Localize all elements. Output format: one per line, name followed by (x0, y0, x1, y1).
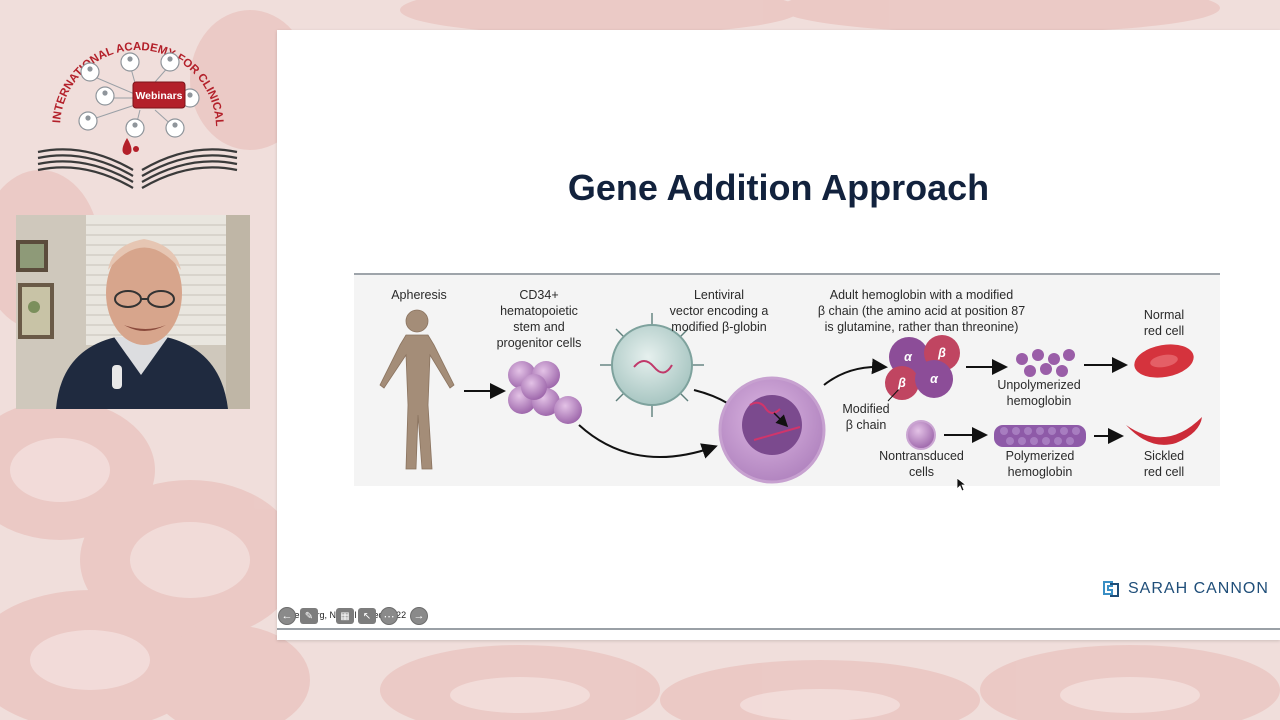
label-apheresis: Apheresis (384, 287, 454, 303)
adult-line1: Adult hemoglobin with a modified (829, 288, 1014, 302)
academy-logo: INTERNATIONAL ACADEMY FOR CLINICAL HEMAT… (25, 11, 245, 195)
logo-arc-text: INTERNATIONAL ACADEMY FOR CLINICAL HEMAT… (25, 11, 225, 129)
label-sickled-red-cell: Sickled red cell (1129, 448, 1199, 480)
lentiviral-vector-icon (600, 313, 704, 417)
more-options-icon: ⋯ (383, 610, 395, 623)
mouse-cursor-icon (957, 478, 967, 492)
webinars-badge-label: Webinars (135, 90, 182, 102)
sarah-cannon-logo-icon (1103, 581, 1119, 597)
nontrans-line1: Nontransduced (879, 449, 964, 463)
normal-red-cell-icon (1134, 344, 1194, 378)
transduced-cell-icon (718, 376, 826, 484)
label-polymerized: Polymerized hemoglobin (992, 448, 1088, 480)
modified-line2: β chain (845, 418, 887, 432)
slide-footer-line (277, 628, 1280, 630)
arrow-left-icon: ← (281, 610, 293, 622)
label-normal-red-cell: Normal red cell (1129, 307, 1199, 339)
normal-line2: red cell (1143, 324, 1185, 338)
brand-text: SARAH CANNON (1128, 580, 1269, 597)
poly-line2: hemoglobin (1007, 465, 1073, 479)
lenti-line1: Lentiviral (693, 288, 745, 302)
more-options-button[interactable]: ⋯ (380, 607, 398, 625)
pen-icon: ✎ (304, 610, 314, 622)
sickled-line1: Sickled (1143, 449, 1185, 463)
label-unpolymerized: Unpolymerized hemoglobin (989, 377, 1089, 409)
label-cd34: CD34+ hematopoietic stem and progenitor … (484, 287, 594, 351)
pointer-tool-button[interactable]: ↖ (358, 608, 376, 624)
presentation-slide: Gene Addition Approach (277, 30, 1280, 640)
label-adult-hemoglobin: Adult hemoglobin with a modified β chain… (799, 287, 1044, 335)
sickled-line2: red cell (1143, 465, 1185, 479)
svg-text:INTERNATIONAL ACADEMY FOR CLIN: INTERNATIONAL ACADEMY FOR CLINICAL HEMAT… (30, 20, 225, 129)
gene-addition-diagram: Apheresis CD34+ hematopoietic stem and p… (354, 273, 1220, 486)
modified-hemoglobin-icon (885, 335, 960, 400)
lenti-line2: vector encoding a (669, 304, 769, 318)
nontrans-line2: cells (908, 465, 934, 479)
unpolymerized-hemoglobin-icon (1016, 349, 1075, 377)
lenti-line3: modified β-globin (671, 320, 767, 334)
sarah-cannon-brand: SARAH CANNON (1100, 576, 1269, 602)
normal-line1: Normal (1143, 308, 1185, 322)
beta-subunit-label-2: β (898, 376, 906, 390)
presentation-toolbar: ← ✎ ▦ ↖ ⋯ → (278, 606, 428, 626)
pen-tool-button[interactable]: ✎ (300, 608, 318, 624)
cd34-line2: hematopoietic (500, 304, 578, 318)
arrow-right-icon: → (413, 610, 425, 622)
nontransduced-cell-icon (906, 420, 936, 450)
open-book-network-icon: INTERNATIONAL ACADEMY FOR CLINICAL HEMAT… (25, 11, 238, 189)
human-figure-icon (379, 309, 455, 470)
unpoly-line1: Unpolymerized (997, 378, 1081, 392)
label-nontransduced: Nontransduced cells (869, 448, 974, 480)
presenter-webcam (16, 215, 250, 409)
sickled-red-cell-icon (1126, 417, 1202, 445)
cd34-line3: stem and (513, 320, 565, 334)
slide-title: Gene Addition Approach (567, 167, 990, 208)
stem-cells-icon (508, 361, 582, 424)
poly-line1: Polymerized (1005, 449, 1075, 463)
alpha-subunit-label-1: α (904, 350, 912, 364)
previous-slide-button[interactable]: ← (278, 607, 296, 625)
unpoly-line2: hemoglobin (1006, 394, 1072, 408)
apheresis-text: Apheresis (391, 288, 447, 302)
adult-line2: β chain (the amino acid at position 87 (817, 304, 1026, 318)
laser-pointer-icon: ↖ (362, 610, 372, 622)
cd34-line4: progenitor cells (496, 336, 582, 350)
diagram-illustration (379, 309, 1202, 484)
label-lentiviral: Lentiviral vector encoding a modified β-… (654, 287, 784, 335)
beta-subunit-label-1: β (938, 346, 946, 360)
slides-view-button[interactable]: ▦ (336, 608, 354, 624)
slides-grid-icon: ▦ (340, 610, 350, 622)
alpha-subunit-label-2: α (930, 372, 938, 386)
presenter-video-frame (16, 215, 250, 409)
next-slide-button[interactable]: → (410, 607, 428, 625)
adult-line3: is glutamine, rather than threonine) (824, 320, 1019, 334)
polymerized-hemoglobin-icon (994, 425, 1086, 447)
cd34-line1: CD34+ (519, 288, 559, 302)
modified-line1: Modified (842, 402, 890, 416)
label-modified-beta: Modified β chain (830, 401, 902, 433)
